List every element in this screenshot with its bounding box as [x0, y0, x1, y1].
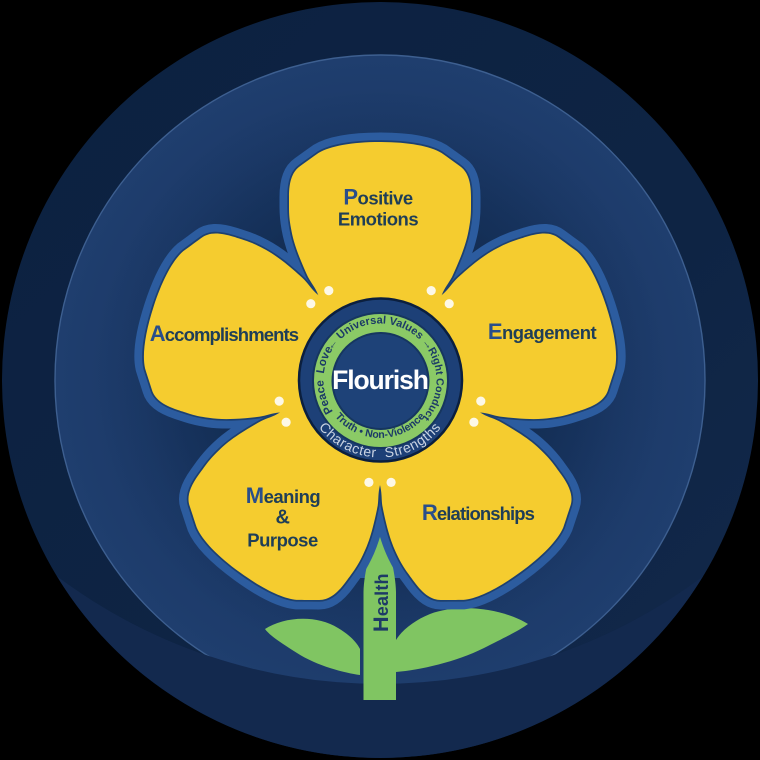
svg-text:Engagement: Engagement	[488, 319, 597, 344]
svg-text:Emotions: Emotions	[338, 209, 418, 230]
svg-text:Accomplishments: Accomplishments	[150, 321, 299, 346]
svg-text:Health: Health	[369, 573, 393, 632]
svg-text:Meaning: Meaning	[246, 483, 321, 508]
svg-text:Positive: Positive	[343, 185, 413, 210]
svg-text:Purpose: Purpose	[247, 530, 318, 551]
svg-text:&: &	[276, 507, 290, 529]
svg-text:Flourish: Flourish	[332, 365, 428, 395]
svg-text:Relationships: Relationships	[422, 500, 535, 525]
